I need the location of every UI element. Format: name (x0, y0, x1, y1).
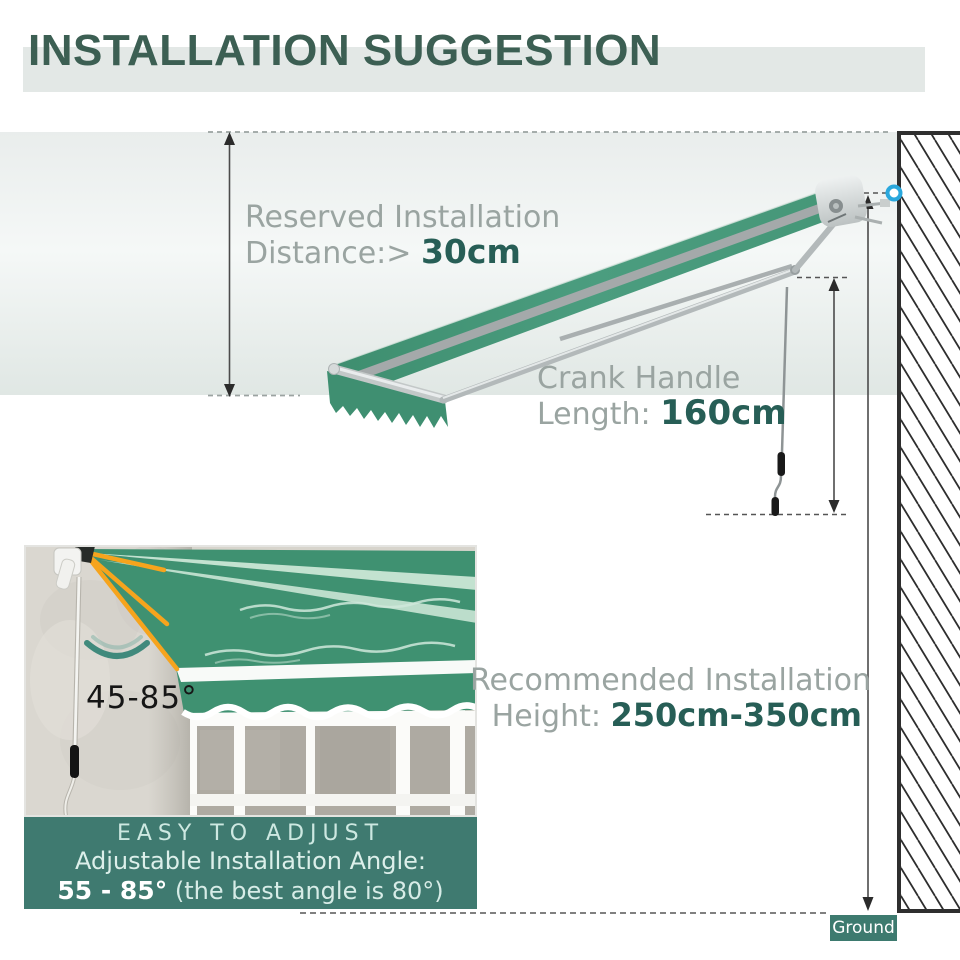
inset-crank-handle (63, 576, 82, 817)
installation-height-arrow (855, 192, 886, 911)
reserved-distance-line2: Distance:> 30cm (245, 232, 521, 271)
page-title: INSTALLATION SUGGESTION (28, 26, 662, 75)
caption-line2: 55 - 85° (the best angle is 80°) (57, 876, 444, 905)
wall-section (897, 131, 960, 913)
window (190, 705, 477, 817)
adjust-caption-box: EASY TO ADJUST Adjustable Installation A… (24, 817, 477, 909)
awning-fabric-stripe (339, 192, 853, 387)
awning-illustration (327, 175, 890, 516)
reserved-distance-label: Reserved Installation Distance:> 30cm (245, 201, 560, 271)
installation-height-line1: Recommended Installation (470, 663, 871, 698)
crank-length-label: Crank Handle Length: 160cm (537, 362, 787, 432)
inset-awning (81, 549, 477, 721)
ground-badge: Ground (830, 915, 897, 941)
crank-handle (771, 286, 789, 516)
installation-height-label: Recommended Installation Height: 250cm-3… (470, 663, 871, 734)
awning-valance (327, 371, 448, 428)
reserved-distance-value: 30cm (420, 232, 521, 271)
angle-range-label: 45-85° (86, 680, 198, 716)
crank-length-line2: Length: 160cm (537, 393, 787, 433)
caption-line1: Adjustable Installation Angle: (75, 847, 426, 875)
caption-heading: EASY TO ADJUST (116, 821, 385, 846)
caption-angle-value: 55 - 85° (57, 876, 168, 905)
angle-arc (84, 635, 150, 659)
reserved-distance-line1: Reserved Installation (245, 200, 561, 235)
crank-length-line1: Crank Handle (537, 361, 741, 396)
title-band (23, 47, 925, 92)
installation-height-line2: Height: 250cm-350cm (491, 696, 863, 734)
mount-point-marker (885, 184, 903, 202)
angle-rays (81, 549, 180, 672)
awning-arm (439, 267, 799, 404)
crank-length-value: 160cm (660, 393, 787, 433)
angle-inset-photo (24, 545, 477, 817)
reserved-distance-arrow (208, 131, 890, 397)
mounting-cassette (815, 175, 890, 227)
installation-height-value: 250cm-350cm (610, 696, 863, 734)
crank-length-arrow (706, 276, 851, 516)
